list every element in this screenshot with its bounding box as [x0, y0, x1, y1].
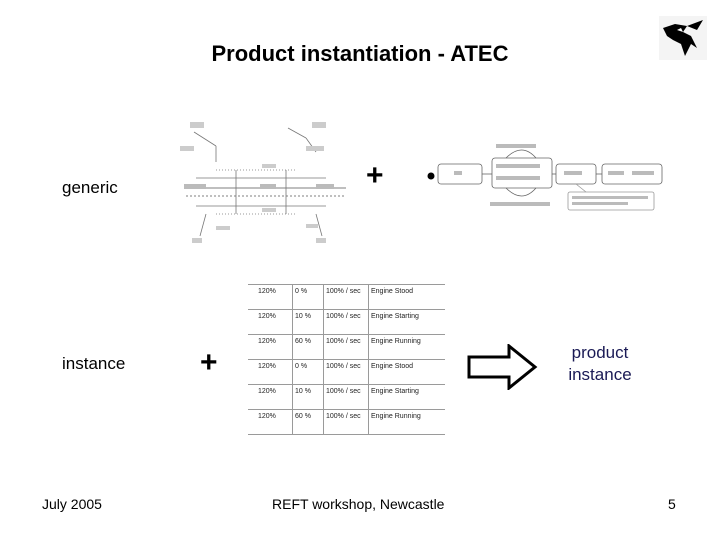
- table-row: 120% 10 % 100% / sec Engine Starting: [248, 384, 445, 410]
- bullet-dot: [427, 172, 435, 180]
- instance-table: 120% 0 % 100% / sec Engine Stood 120% 10…: [248, 284, 445, 435]
- table-cell: 120%: [248, 384, 293, 410]
- table-cell: Engine Starting: [368, 384, 445, 410]
- table-cell: Engine Running: [368, 409, 445, 435]
- table-cell: 0 %: [292, 359, 324, 385]
- table-row: 120% 0 % 100% / sec Engine Stood: [248, 359, 445, 385]
- table-cell: 100% / sec: [323, 309, 369, 335]
- table-cell: 120%: [248, 359, 293, 385]
- table-cell: 10 %: [292, 309, 324, 335]
- table-cell: 10 %: [292, 384, 324, 410]
- table-cell: 100% / sec: [323, 284, 369, 310]
- slide-title: Product instantiation - ATEC: [211, 41, 509, 66]
- table-cell: 120%: [248, 284, 293, 310]
- table-cell: 0 %: [292, 284, 324, 310]
- table-cell: Engine Stood: [368, 359, 445, 385]
- table-row: 120% 60 % 100% / sec Engine Running: [248, 409, 445, 435]
- product-instance-label: product instance: [555, 342, 645, 386]
- generic-model-diagram: [180, 122, 346, 243]
- table-cell: 120%: [248, 334, 293, 360]
- table-cell: 100% / sec: [323, 334, 369, 360]
- table-cell: 100% / sec: [323, 359, 369, 385]
- table-cell: Engine Starting: [368, 309, 445, 335]
- table-cell: Engine Running: [368, 334, 445, 360]
- hollow-right-arrow-icon: [467, 344, 538, 390]
- footer-date: July 2005: [42, 496, 102, 512]
- instance-label: instance: [62, 354, 126, 373]
- table-cell: 100% / sec: [323, 384, 369, 410]
- page-number: 5: [668, 496, 676, 512]
- table-cell: 120%: [248, 309, 293, 335]
- table-cell: 120%: [248, 409, 293, 435]
- table-cell: 60 %: [292, 409, 324, 435]
- state-machine-diagram: [437, 144, 663, 211]
- table-cell: Engine Stood: [368, 284, 445, 310]
- bird-logo-icon: [659, 16, 707, 60]
- table-row: 120% 0 % 100% / sec Engine Stood: [248, 284, 445, 310]
- plus-sign-generic: +: [366, 159, 384, 192]
- generic-label: generic: [62, 178, 118, 197]
- product-instance-line2: instance: [568, 365, 632, 384]
- table-row: 120% 60 % 100% / sec Engine Running: [248, 334, 445, 360]
- table-cell: 100% / sec: [323, 409, 369, 435]
- product-instance-line1: product: [571, 343, 629, 362]
- plus-sign-instance: +: [200, 346, 218, 379]
- footer-venue: REFT workshop, Newcastle: [272, 496, 445, 512]
- table-cell: 60 %: [292, 334, 324, 360]
- table-row: 120% 10 % 100% / sec Engine Starting: [248, 309, 445, 335]
